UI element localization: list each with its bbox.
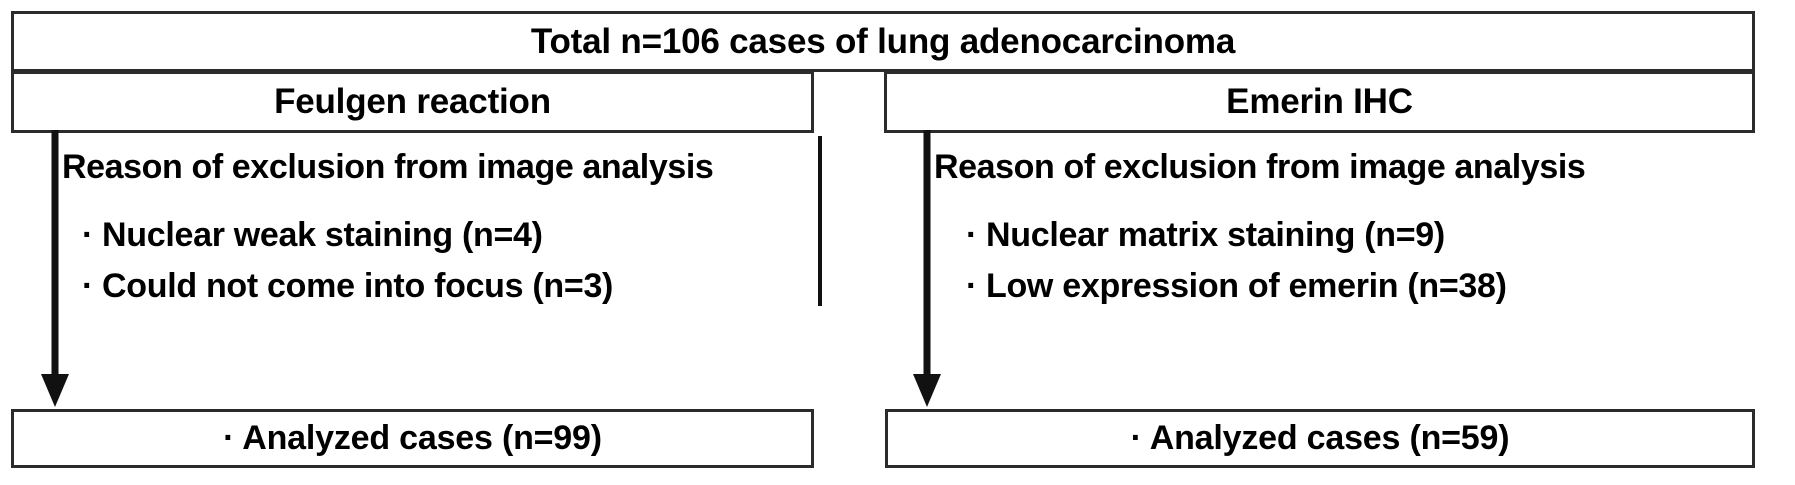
branch-header-label: Emerin IHC	[1226, 82, 1413, 121]
outcome-label: · Analyzed cases (n=59)	[1130, 419, 1510, 457]
total-cases-label: Total n=106 cases of lung adenocarcinoma	[530, 21, 1236, 61]
total-cases-box: Total n=106 cases of lung adenocarcinoma	[11, 11, 1755, 72]
bullet-icon: ·	[966, 216, 978, 254]
branch-header-label: Feulgen reaction	[274, 82, 551, 121]
down-arrow-icon	[913, 130, 941, 407]
bullet-icon: ·	[82, 267, 94, 305]
exclusion-block-emerin: Reason of exclusion from image analysis …	[934, 144, 1755, 312]
outcome-box-emerin: · Analyzed cases (n=59)	[885, 409, 1755, 468]
bullet-icon: ·	[966, 267, 978, 305]
list-item: ·Could not come into focus (n=3)	[82, 261, 814, 312]
branch-header-feulgen-reaction: Feulgen reaction	[11, 71, 814, 133]
column-divider	[818, 136, 822, 306]
list-item: ·Nuclear matrix staining (n=9)	[966, 210, 1755, 261]
list-item-label: Nuclear matrix staining (n=9)	[986, 216, 1445, 254]
list-item-label: Could not come into focus (n=3)	[102, 267, 614, 305]
list-item-label: Nuclear weak staining (n=4)	[102, 216, 543, 254]
list-item: ·Nuclear weak staining (n=4)	[82, 210, 814, 261]
list-item: ·Low expression of emerin (n=38)	[966, 261, 1755, 312]
list-item-label: Low expression of emerin (n=38)	[986, 267, 1507, 305]
outcome-box-feulgen: · Analyzed cases (n=99)	[11, 409, 814, 468]
branch-header-emerin-ihc: Emerin IHC	[884, 71, 1755, 133]
down-arrow-icon	[41, 130, 69, 407]
exclusion-item-list: ·Nuclear matrix staining (n=9) ·Low expr…	[934, 210, 1755, 312]
outcome-label: · Analyzed cases (n=99)	[223, 419, 602, 457]
exclusion-heading: Reason of exclusion from image analysis	[62, 148, 714, 186]
exclusion-block-feulgen: Reason of exclusion from image analysis …	[62, 144, 814, 312]
exclusion-heading: Reason of exclusion from image analysis	[934, 148, 1586, 186]
bullet-icon: ·	[82, 216, 94, 254]
exclusion-item-list: ·Nuclear weak staining (n=4) ·Could not …	[62, 210, 814, 312]
